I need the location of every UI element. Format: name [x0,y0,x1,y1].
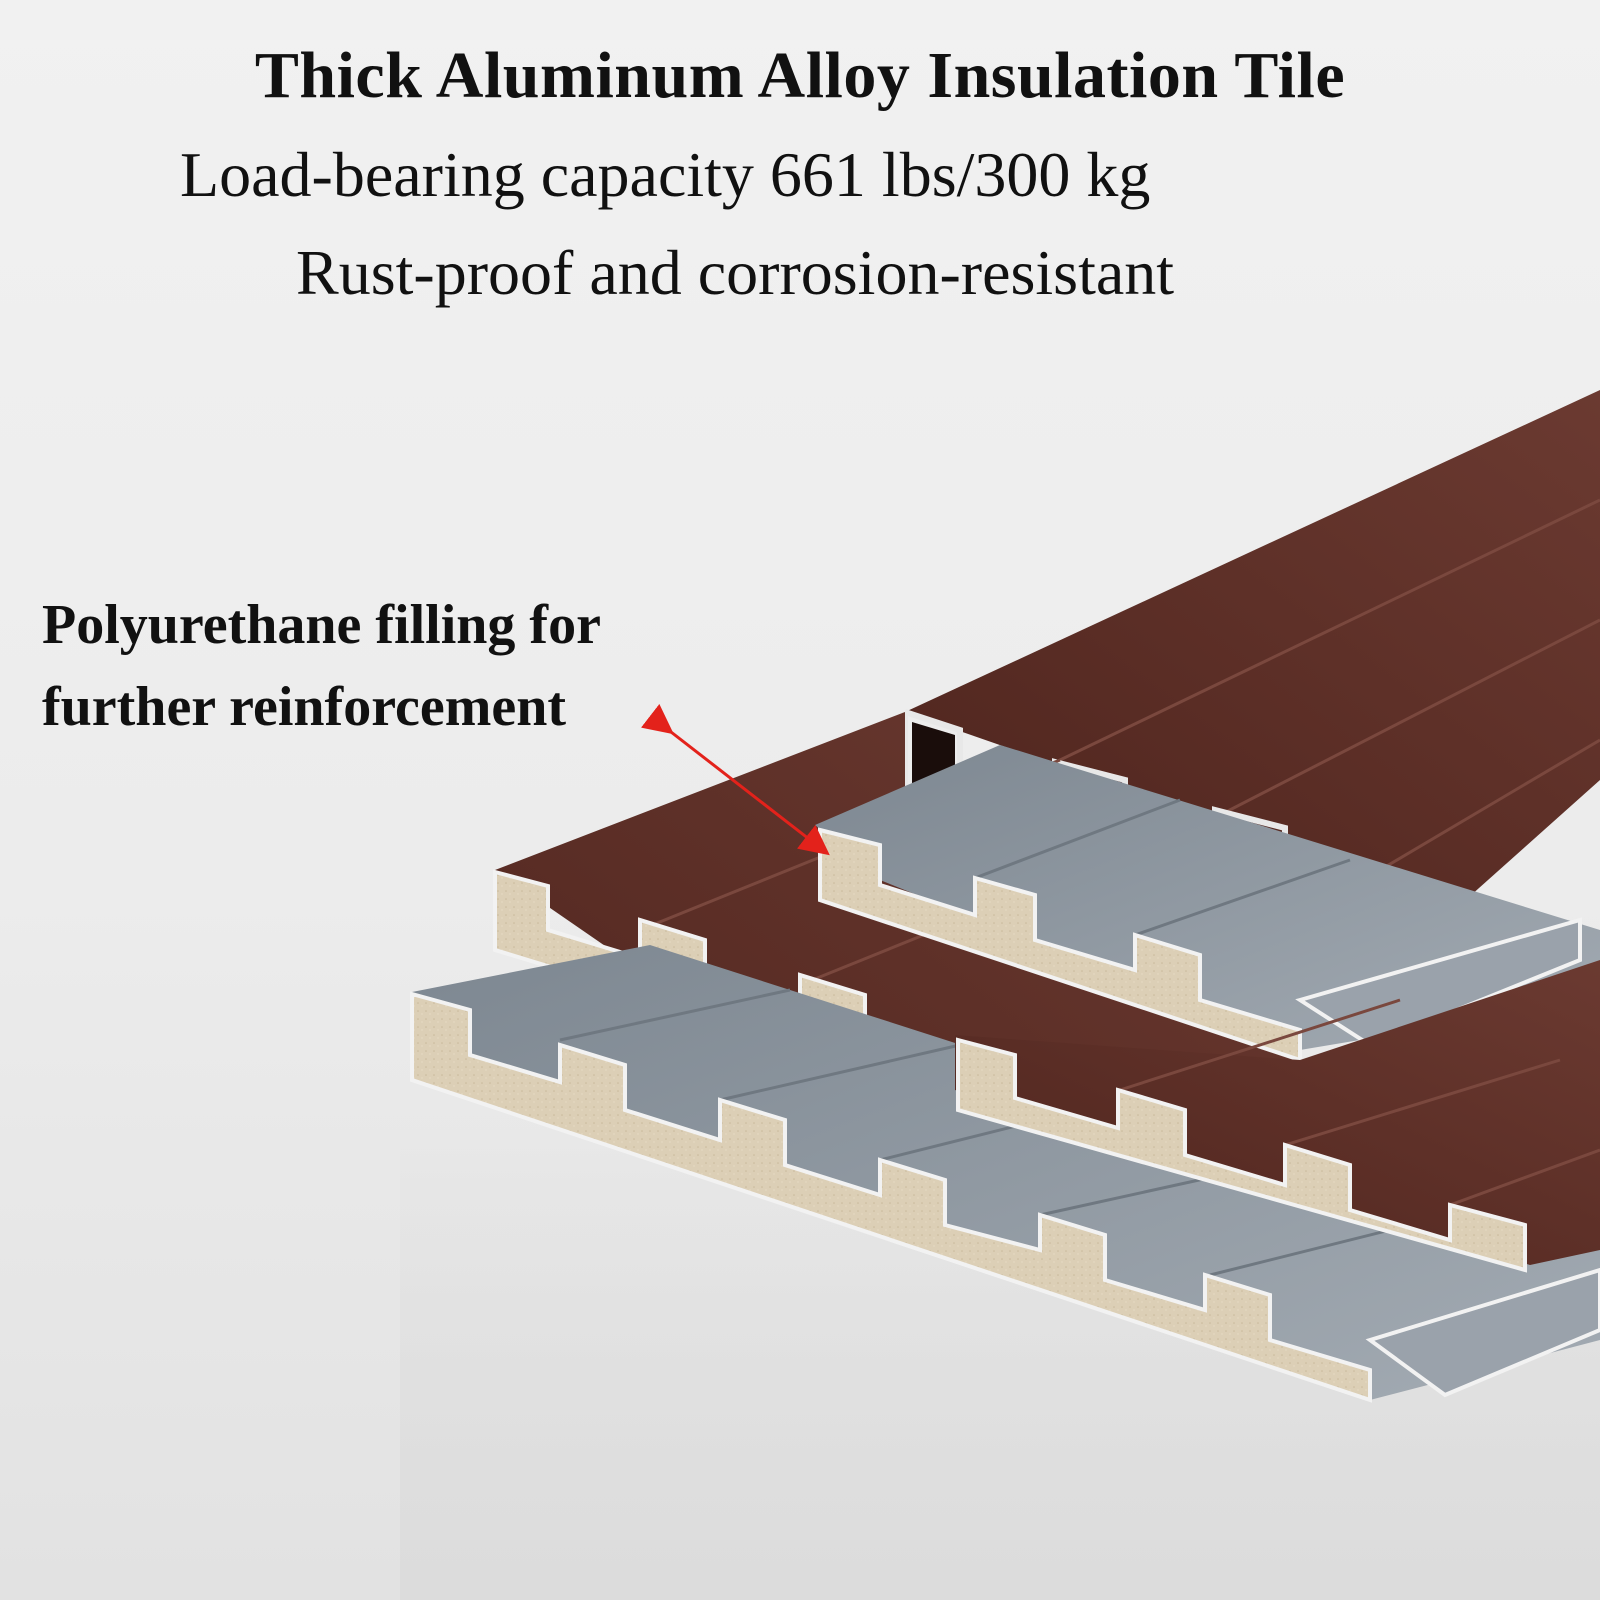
middle-grey-foam-panel [815,745,1600,1063]
lower-brown-foam-panel [955,960,1600,1273]
callout-line-2: further reinforcement [42,676,567,738]
callout-line-1: Polyurethane filling for [42,594,601,656]
bottom-grey-foam-panel [410,945,1600,1403]
rust-proof-text: Rust-proof and corrosion-resistant [296,237,1175,308]
callout-arrow [640,703,830,856]
load-capacity-text: Load-bearing capacity 661 lbs/300 kg [180,139,1151,210]
polyurethane-callout: Polyurethane filling for further reinfor… [42,584,601,748]
page-title: Thick Aluminum Alloy Insulation Tile [254,39,1346,112]
